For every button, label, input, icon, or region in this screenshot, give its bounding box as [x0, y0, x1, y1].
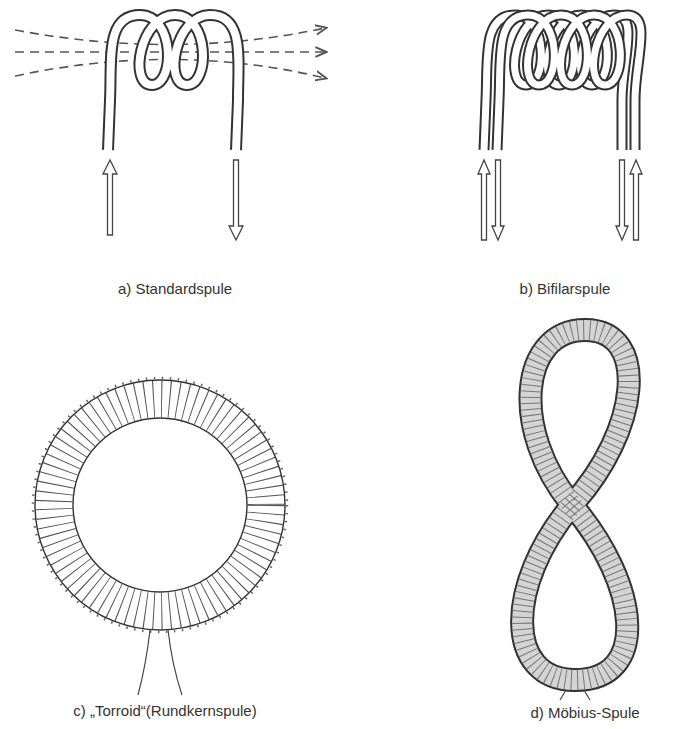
caption: a) Standardspule — [116, 280, 234, 297]
caption: b) Bifilarspule — [518, 280, 613, 297]
caption: c) „Torroid“(Rundkernspule) — [71, 702, 258, 719]
current-arrows — [103, 160, 243, 240]
bifilar-coil — [484, 15, 641, 151]
standard-coil — [108, 15, 239, 151]
toroid-coil — [33, 378, 287, 695]
current-arrows — [478, 160, 642, 240]
caption: d) Möbius-Spule — [528, 704, 641, 721]
moebius-coil — [522, 330, 629, 700]
